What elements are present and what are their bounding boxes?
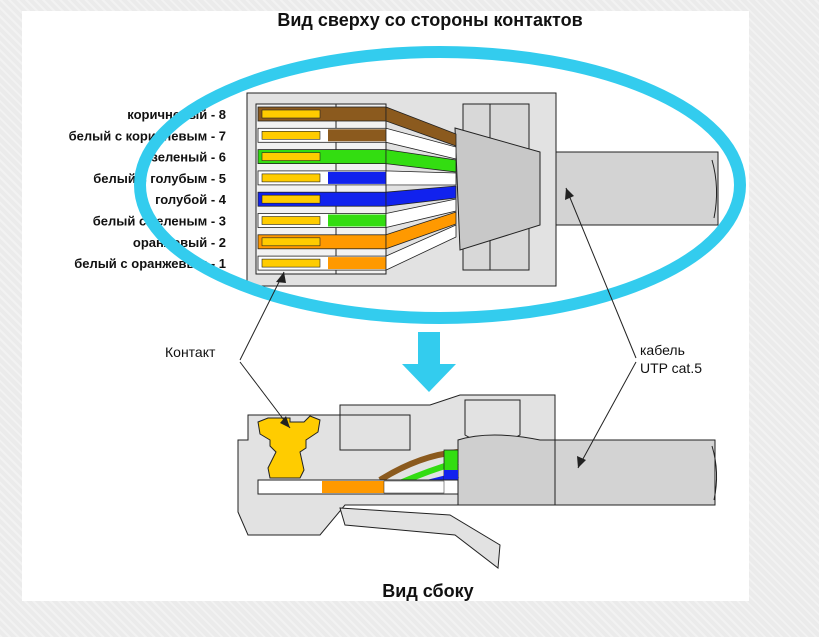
cable-leader-side <box>577 361 637 469</box>
down-arrow-icon <box>402 332 456 392</box>
top-view-title: Вид сверху со стороны контактов <box>277 10 582 30</box>
cable-leader-top-arrowhead <box>565 188 574 200</box>
top-cable-end-curve <box>711 159 718 219</box>
cable-label-line2: UTP cat.5 <box>640 360 702 376</box>
wire-3-stripe <box>328 214 386 227</box>
wire-1-contact-pin <box>261 258 321 268</box>
wire-6-converge <box>385 149 457 173</box>
wire-5-stripe <box>328 171 386 184</box>
contact-leader-side-arrowhead <box>280 416 290 428</box>
wire-7-contact-pin <box>261 131 321 140</box>
highlight-ring <box>134 46 746 324</box>
wire-5-converge <box>385 170 457 186</box>
side-white-wire <box>383 480 445 494</box>
wire-2-label: оранжевый - 2 <box>133 235 226 250</box>
wire-6-contact-pin <box>261 152 321 161</box>
wire-2-converge <box>385 211 457 250</box>
contact-leader-top-arrowhead <box>276 272 286 283</box>
wire-4-converge <box>385 185 457 207</box>
side-orange-wire <box>322 481 384 493</box>
contact-leader-side <box>239 361 291 429</box>
side-gold-contact <box>257 415 321 479</box>
contact-leader-top <box>239 271 285 361</box>
wire-2-contact-pin <box>261 237 321 247</box>
contact-label: Контакт <box>165 344 216 360</box>
top-cable-sleeve <box>454 127 541 251</box>
side-cable-end-curve <box>711 445 718 501</box>
wire-8-converge <box>385 106 457 147</box>
wire-3-label: белый с зеленым - 3 <box>93 214 226 229</box>
side-latch-tab <box>339 507 501 569</box>
wire-1-stripe <box>328 257 386 270</box>
wire-1-converge <box>385 224 457 271</box>
side-view-title: Вид сбоку <box>382 581 473 601</box>
cable-label-line1: кабель <box>640 342 685 358</box>
cable-leader-side-arrowhead <box>577 456 586 468</box>
side-cable-sleeve <box>457 434 556 506</box>
wire-8-contact-pin <box>261 109 321 119</box>
wire-7-label: белый с коричневым - 7 <box>69 128 226 143</box>
wire-6-label: зеленый - 6 <box>151 150 226 165</box>
wire-4-label: голубой - 4 <box>155 192 227 207</box>
wire-3-converge <box>385 198 457 229</box>
wire-3-contact-pin <box>261 216 321 225</box>
wire-7-converge <box>385 127 457 160</box>
side-notch <box>339 414 411 451</box>
wire-5-label: белый с голубым - 5 <box>93 171 226 186</box>
cable-leader-top <box>565 187 637 359</box>
wire-7-stripe <box>328 129 386 142</box>
wire-4-contact-pin <box>261 194 321 204</box>
side-wire-blue-end <box>444 470 458 480</box>
wire-5-contact-pin <box>261 173 321 183</box>
